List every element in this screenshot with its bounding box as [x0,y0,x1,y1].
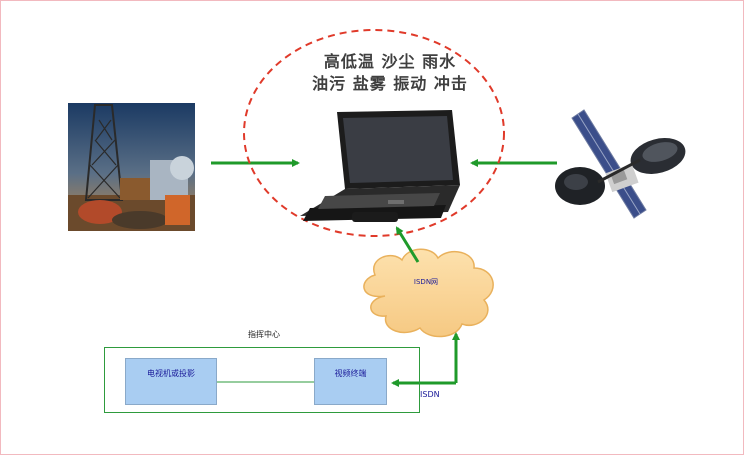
isdn-link-label: ISDN [420,390,440,399]
command-center-title: 指挥中心 [248,330,280,339]
video-terminal-label: 视频终端 [334,369,367,378]
environment-line-2: 油污 盐雾 振动 冲击 [312,74,468,93]
video-terminal-box: 视频终端 [314,358,387,405]
oil-rig-photo [68,103,195,231]
tv-projector-label: 电视机或投影 [147,369,195,378]
environment-line-1: 高低温 沙尘 雨水 [323,52,457,71]
environment-ellipse [243,29,505,237]
isdn-cloud [363,248,494,338]
tv-projector-box: 电视机或投影 [125,358,217,405]
command-center-group [104,347,420,413]
satellite-antenna [555,109,686,219]
isdn-cloud-label: ISDN网 [413,278,439,286]
rugged-laptop [300,110,460,222]
arrow-cloud-to-laptop [395,226,420,263]
